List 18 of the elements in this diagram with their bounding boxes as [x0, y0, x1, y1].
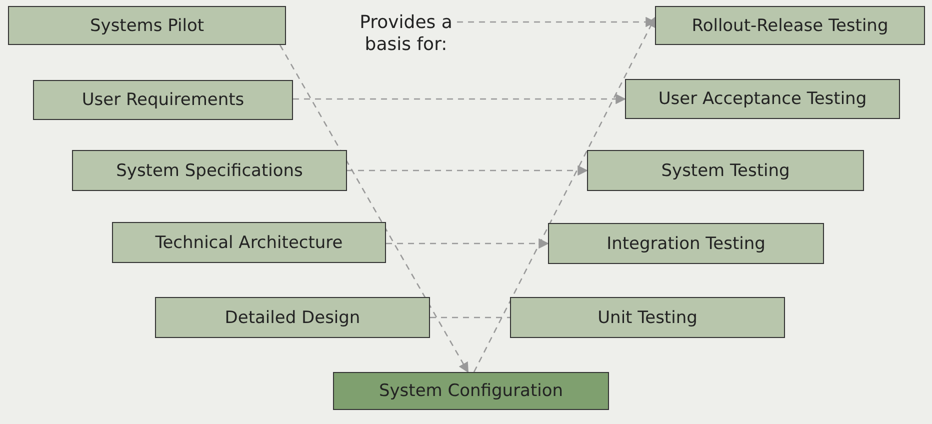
process-box: Integration Testing — [548, 223, 824, 264]
dashed-arrow — [386, 238, 550, 249]
process-box: Unit Testing — [510, 297, 785, 338]
note-text: Provides a basis for: — [355, 10, 457, 58]
process-box: Systems Pilot — [8, 6, 286, 45]
dashed-arrow — [473, 16, 656, 372]
process-box: System Testing — [587, 150, 864, 191]
process-box: Detailed Design — [155, 297, 430, 338]
process-box: System Specifications — [72, 150, 347, 191]
process-box: System Configuration — [333, 372, 609, 410]
dashed-arrow — [347, 165, 588, 176]
dashed-arrow — [293, 94, 626, 104]
dashed-line — [430, 316, 510, 318]
process-box: User Acceptance Testing — [625, 79, 900, 119]
dashed-arrow — [279, 44, 469, 373]
process-box: User Requirements — [33, 80, 293, 120]
process-box: Technical Architecture — [112, 222, 386, 263]
process-box: Rollout-Release Testing — [655, 6, 925, 45]
